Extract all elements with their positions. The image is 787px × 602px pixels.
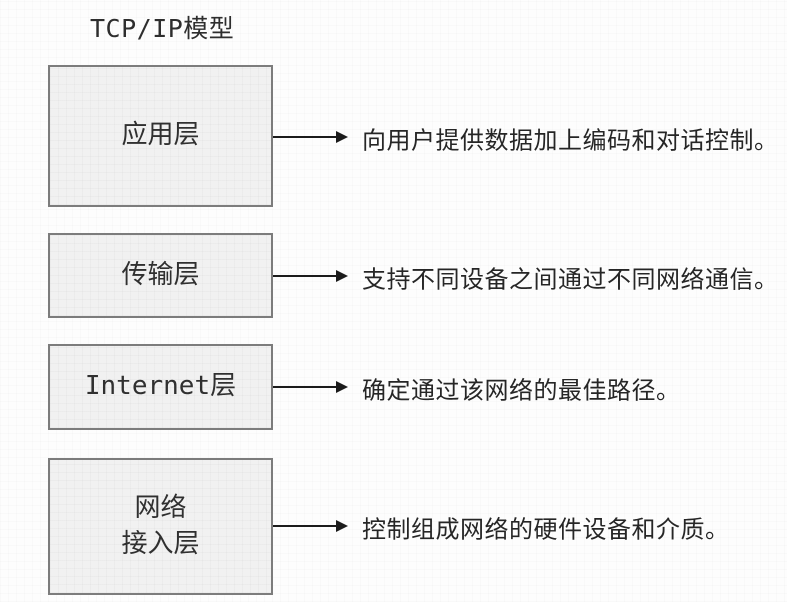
arrow-network-access	[273, 520, 348, 532]
arrow-line	[273, 136, 337, 138]
layer-box-transport: 传输层	[48, 233, 273, 318]
layer-description-application: 向用户提供数据加上编码和对话控制。	[362, 126, 779, 155]
arrow-line	[273, 525, 337, 527]
arrow-application	[273, 131, 348, 143]
arrow-line	[273, 386, 337, 388]
arrow-head-icon	[336, 131, 348, 143]
layer-box-network-access: 网络 接入层	[48, 458, 273, 595]
arrow-internet	[273, 381, 348, 393]
layer-description-internet: 确定通过该网络的最佳路径。	[362, 376, 681, 405]
arrow-line	[273, 275, 337, 277]
layer-label-network-access: 网络 接入层	[121, 493, 200, 559]
arrow-transport	[273, 270, 348, 282]
layer-label-application: 应用层	[121, 120, 200, 151]
arrow-head-icon	[336, 270, 348, 282]
diagram-title: TCP/IP模型	[90, 14, 235, 43]
layer-box-internet: Internet层	[48, 344, 273, 430]
arrow-head-icon	[336, 520, 348, 532]
layer-description-transport: 支持不同设备之间通过不同网络通信。	[362, 265, 779, 294]
layer-label-transport: 传输层	[121, 259, 200, 290]
layer-label-internet: Internet层	[84, 371, 237, 402]
arrow-head-icon	[336, 381, 348, 393]
layer-box-application: 应用层	[48, 65, 273, 207]
layer-description-network-access: 控制组成网络的硬件设备和介质。	[362, 515, 730, 544]
